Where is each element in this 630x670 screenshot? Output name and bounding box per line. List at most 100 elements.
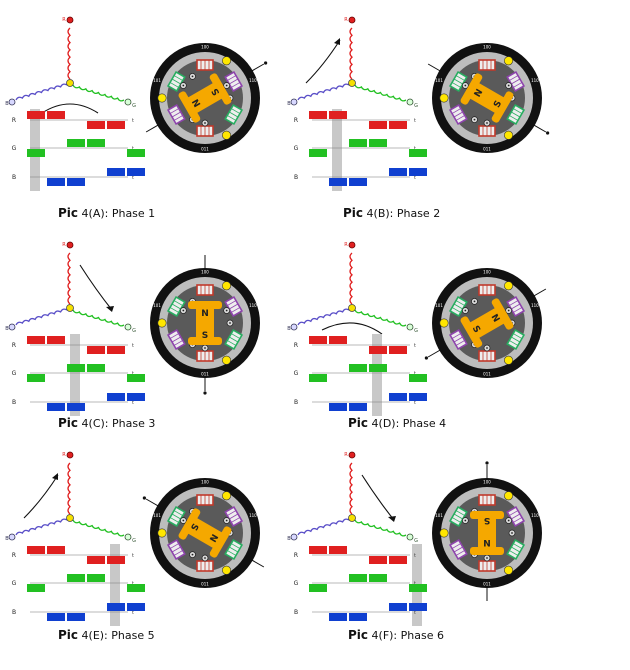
rotor-n-label: N <box>191 97 203 109</box>
r-axis-t: t <box>414 553 416 559</box>
current-marker-dot <box>507 309 510 312</box>
stator-coil-turn <box>453 546 463 553</box>
hall-sensor <box>504 56 514 66</box>
b-terminal <box>290 98 298 106</box>
stator-coil <box>478 284 496 296</box>
r-pulse <box>107 556 125 564</box>
g-pulse <box>127 149 145 157</box>
stator-coil-turn <box>455 510 465 516</box>
stator-coil-turn <box>513 333 523 339</box>
rotor-n-label: N <box>207 532 219 544</box>
hall-code-0: 100 <box>483 480 491 485</box>
stator-coil-turn <box>455 340 465 346</box>
caption-text: 4(A): Phase 1 <box>78 207 156 220</box>
phase-5-diagram: RBGRtGtBt100101110011NS <box>5 451 265 626</box>
stator-coil-turn <box>509 75 519 81</box>
stator-coil-turn <box>455 75 465 81</box>
caption-prefix: Pic <box>58 206 79 220</box>
panel-phase-3: RBGRtGtBt100101110011NS <box>0 230 300 445</box>
b-terminal <box>8 323 16 331</box>
stator-coil-turn <box>453 111 463 118</box>
stator-coil-turn <box>173 75 183 81</box>
current-marker-dot <box>464 519 467 522</box>
b-terminal <box>290 533 298 541</box>
g-pulse <box>309 584 327 592</box>
r-pulse <box>87 121 105 129</box>
rotor-bar <box>465 80 509 116</box>
stator-coil-turn <box>231 543 241 549</box>
caption-phase-1: Pic 4(A): Phase 1 <box>58 206 155 220</box>
caption-text: 4(D): Phase 4 <box>368 417 447 430</box>
stator-coil-turn <box>227 75 237 81</box>
neutral-point <box>66 79 74 87</box>
hall-code-2: 110 <box>531 513 539 518</box>
rotor-n-label: N <box>483 537 491 547</box>
stator-coil <box>196 350 214 362</box>
current-marker-dot <box>464 309 467 312</box>
current-marker-dot <box>204 557 206 559</box>
rotor-bar <box>196 302 214 344</box>
g-terminal-label: G <box>132 103 136 109</box>
current-marker-dot <box>182 309 185 312</box>
b-pulse <box>349 178 367 186</box>
stator-coil-turn <box>171 513 181 520</box>
b-axis-t: t <box>414 610 416 616</box>
rotor-s-label: S <box>470 324 482 335</box>
rotor: NS <box>178 73 232 123</box>
stator-coil <box>448 328 468 351</box>
current-marker-dot <box>507 84 510 87</box>
stator-coil-turn <box>509 340 519 346</box>
current-marker-dot <box>229 322 231 324</box>
hall-code-1: 101 <box>435 513 443 518</box>
g-terminal <box>406 323 414 331</box>
r-axis-t: t <box>414 118 416 124</box>
panel-phase-4: RBGRtGtBt100101110011NS <box>282 230 582 445</box>
current-marker-dot <box>182 84 185 87</box>
current-arrow <box>79 264 113 311</box>
b-terminal-label: B <box>5 326 9 332</box>
g-row-label: G <box>12 145 17 152</box>
r-coil <box>67 27 71 80</box>
r-pulse <box>87 556 105 564</box>
field-axis-arrowhead <box>424 356 428 360</box>
caption-phase-5: Pic 4(E): Phase 5 <box>58 628 155 642</box>
panel-phase-2: RBGRtGtBt100101110011NS <box>282 5 582 220</box>
stator-coil-turn <box>227 300 237 306</box>
stator-coil-turn <box>169 307 179 313</box>
b-coil <box>15 308 68 326</box>
current-arc <box>41 103 99 114</box>
stator-coil-turn <box>229 513 239 520</box>
stator-coil-turn <box>231 333 241 339</box>
g-row-label: G <box>12 580 17 587</box>
hall-code-2: 110 <box>531 78 539 83</box>
b-row-label: B <box>12 609 16 616</box>
g-coil <box>354 84 407 102</box>
r-pulse <box>369 556 387 564</box>
g-pulse <box>67 364 85 372</box>
hall-code-1: 101 <box>153 78 161 83</box>
b-pulse <box>329 403 347 411</box>
hall-sensor <box>504 491 514 501</box>
current-marker-dot <box>473 300 476 303</box>
g-terminal <box>406 98 414 106</box>
b-coil <box>297 518 350 536</box>
neutral-point <box>348 79 356 87</box>
current-marker-dot <box>486 557 488 559</box>
stator-coil-turn <box>451 333 461 339</box>
g-pulse <box>87 364 105 372</box>
current-step-highlight <box>372 334 382 416</box>
b-pulse <box>409 168 427 176</box>
stator-coil-turn <box>171 546 181 553</box>
r-pulse <box>47 546 65 554</box>
current-marker-dot <box>225 309 228 312</box>
current-marker-dot <box>204 122 206 124</box>
stator-coil-turn <box>513 307 523 313</box>
r-coil <box>349 462 353 515</box>
b-pulse <box>67 178 85 186</box>
b-pulse <box>329 178 347 186</box>
stator-coil <box>224 103 244 126</box>
b-axis-t: t <box>132 175 134 181</box>
stator-coil <box>506 538 526 561</box>
g-row-label: G <box>294 580 299 587</box>
rotor-pole-s <box>209 73 232 105</box>
